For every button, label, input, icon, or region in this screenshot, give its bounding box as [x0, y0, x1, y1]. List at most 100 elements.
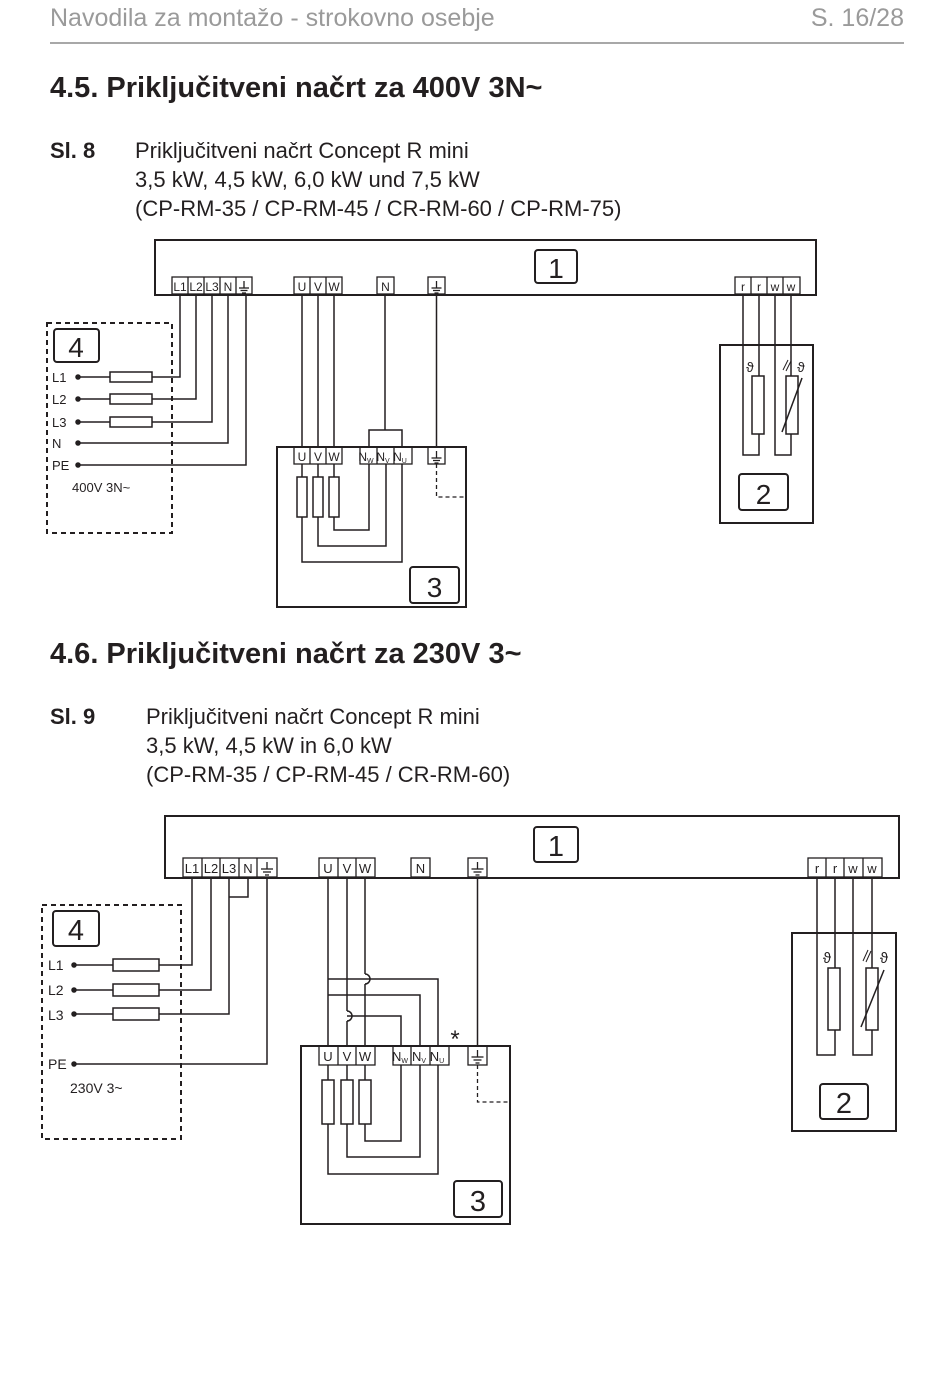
ntc-icon — [782, 359, 792, 372]
sensor-wires — [816, 877, 885, 1056]
terminal-l2: L2 — [204, 861, 218, 876]
star-terminal-letter: N — [358, 450, 367, 464]
power-supply-box — [41, 904, 182, 1140]
caption-line: (CP-RM-35 / CP-RM-45 / CR-RM-60) — [146, 762, 511, 787]
temperature-symbol: ϑ — [823, 950, 832, 967]
box-number-1: 1 — [548, 831, 564, 863]
temperature-symbol: ϑ — [797, 359, 805, 375]
terminal-l3: L3 — [205, 280, 219, 294]
star-terminal-letter: N — [376, 450, 385, 464]
supply-label-l3: L3 — [48, 1007, 64, 1023]
caption-line: Priključitveni načrt Concept R mini — [135, 138, 469, 163]
star-terminal-nv: NV — [376, 450, 390, 465]
terminal-w1: w — [847, 861, 858, 876]
section-heading-400v: 4.5. Priključitveni načrt za 400V 3N~ — [50, 72, 543, 104]
figure-caption-9: Priključitveni načrt Concept R mini 3,5 … — [146, 702, 510, 789]
figure-label-9: Sl. 9 — [50, 704, 96, 729]
star-terminal-subscript: U — [439, 1058, 444, 1065]
box-number-2: 2 — [756, 479, 772, 510]
figure-caption-8: Priključitveni načrt Concept R mini 3,5 … — [135, 136, 621, 223]
caption-line: (CP-RM-35 / CP-RM-45 / CR-RM-60 / CP-RM-… — [135, 196, 622, 221]
box-number-3: 3 — [470, 1186, 486, 1218]
ground-link-dashed — [476, 1065, 510, 1103]
heater-terminal-w: W — [328, 450, 340, 464]
supply-voltage-label: 400V 3N~ — [72, 480, 131, 495]
terminal-n: N — [224, 280, 233, 294]
star-terminal-nu: NU — [430, 1049, 444, 1065]
box-number-2: 2 — [836, 1088, 852, 1120]
supply-label-l3: L3 — [52, 415, 66, 430]
supply-label-l2: L2 — [52, 392, 66, 407]
sensor-box — [791, 932, 897, 1132]
supply-label-l1: L1 — [52, 370, 66, 385]
star-terminal-subscript: U — [402, 458, 407, 465]
terminal-r2: r — [757, 280, 761, 294]
terminal-l1: L1 — [173, 280, 187, 294]
caption-line: 3,5 kW, 4,5 kW, 6,0 kW und 7,5 kW — [135, 167, 480, 192]
ground-icon — [471, 862, 484, 876]
star-terminal-letter: N — [412, 1049, 421, 1064]
star-terminal-subscript: W — [401, 1058, 408, 1065]
supply-voltage-label: 230V 3~ — [70, 1080, 123, 1096]
supply-label-pe: PE — [52, 458, 70, 473]
ntc-icon — [862, 949, 872, 963]
terminal-l1: L1 — [185, 861, 199, 876]
terminal-u: U — [323, 861, 332, 876]
terminal-r1: r — [815, 861, 820, 876]
heater-resistors — [321, 1065, 439, 1175]
terminal-u: U — [298, 280, 307, 294]
box-number-1: 1 — [548, 253, 564, 284]
terminal-neutral: N — [381, 280, 390, 294]
supply-label-l2: L2 — [48, 982, 64, 998]
temperature-symbol: ϑ — [746, 359, 754, 375]
star-terminal-subscript: V — [421, 1058, 426, 1065]
terminal-w2: w — [786, 280, 796, 294]
heater-terminal-v: V — [343, 1049, 352, 1064]
motor-wires — [301, 294, 438, 447]
temperature-symbol: ϑ — [880, 950, 889, 967]
heater-terminal-u: U — [298, 450, 307, 464]
section-heading-230v: 4.6. Priključitveni načrt za 230V 3~ — [50, 638, 522, 670]
fuse-icons — [75, 371, 153, 468]
page-number: S. 16/28 — [810, 4, 904, 32]
box-number-4: 4 — [68, 915, 84, 947]
sensor-box — [719, 344, 814, 524]
star-terminal-nw: NW — [358, 450, 374, 465]
supply-label-n: N — [52, 436, 61, 451]
terminal-v: V — [314, 280, 322, 294]
star-terminal-nw: NW — [392, 1049, 408, 1065]
document-title: Navodila za montažo - strokovno osebje — [50, 4, 495, 32]
terminal-block-sensor — [734, 276, 801, 295]
supply-label-l1: L1 — [48, 957, 64, 973]
star-terminal-letter: N — [393, 450, 402, 464]
heater-terminal-u: U — [323, 1049, 332, 1064]
terminal-neutral: N — [416, 861, 425, 876]
box-number-3: 3 — [427, 572, 443, 603]
star-terminal-subscript: V — [385, 458, 390, 465]
box-number-4: 4 — [68, 332, 84, 363]
power-supply-box — [46, 322, 173, 534]
caption-line: Priključitveni načrt Concept R mini — [146, 704, 480, 729]
terminal-block-sensor — [807, 857, 883, 878]
heater-resistors — [296, 464, 403, 563]
heater-terminal-w: W — [359, 1049, 372, 1064]
terminal-r2: r — [833, 861, 838, 876]
terminal-block-main — [182, 857, 278, 878]
star-terminal-subscript: W — [367, 458, 374, 465]
terminal-v: V — [343, 861, 352, 876]
ground-icon — [431, 451, 442, 464]
wiring-diagram-230v: 1 L1 L2 L3 N U V W N r r w w 4 L1 L2 L3 … — [41, 815, 900, 1225]
caption-line: 3,5 kW, 4,5 kW in 6,0 kW — [146, 733, 392, 758]
terminal-block-neutral — [410, 857, 431, 878]
asterisk-note: * — [450, 1026, 459, 1053]
sensor-wires — [742, 294, 803, 456]
star-terminal-nv: NV — [412, 1049, 426, 1065]
ground-icon — [261, 862, 273, 876]
ground-link-dashed — [435, 464, 466, 498]
terminal-w1: w — [770, 280, 780, 294]
terminal-w: W — [328, 280, 340, 294]
star-terminal-letter: N — [392, 1049, 401, 1064]
control-unit-box — [154, 239, 817, 296]
wiring-diagram-400v: 1 L1 L2 L3 N U V W N r r w w 4 L1 L2 L3 … — [46, 239, 817, 608]
ground-icon — [431, 281, 442, 294]
